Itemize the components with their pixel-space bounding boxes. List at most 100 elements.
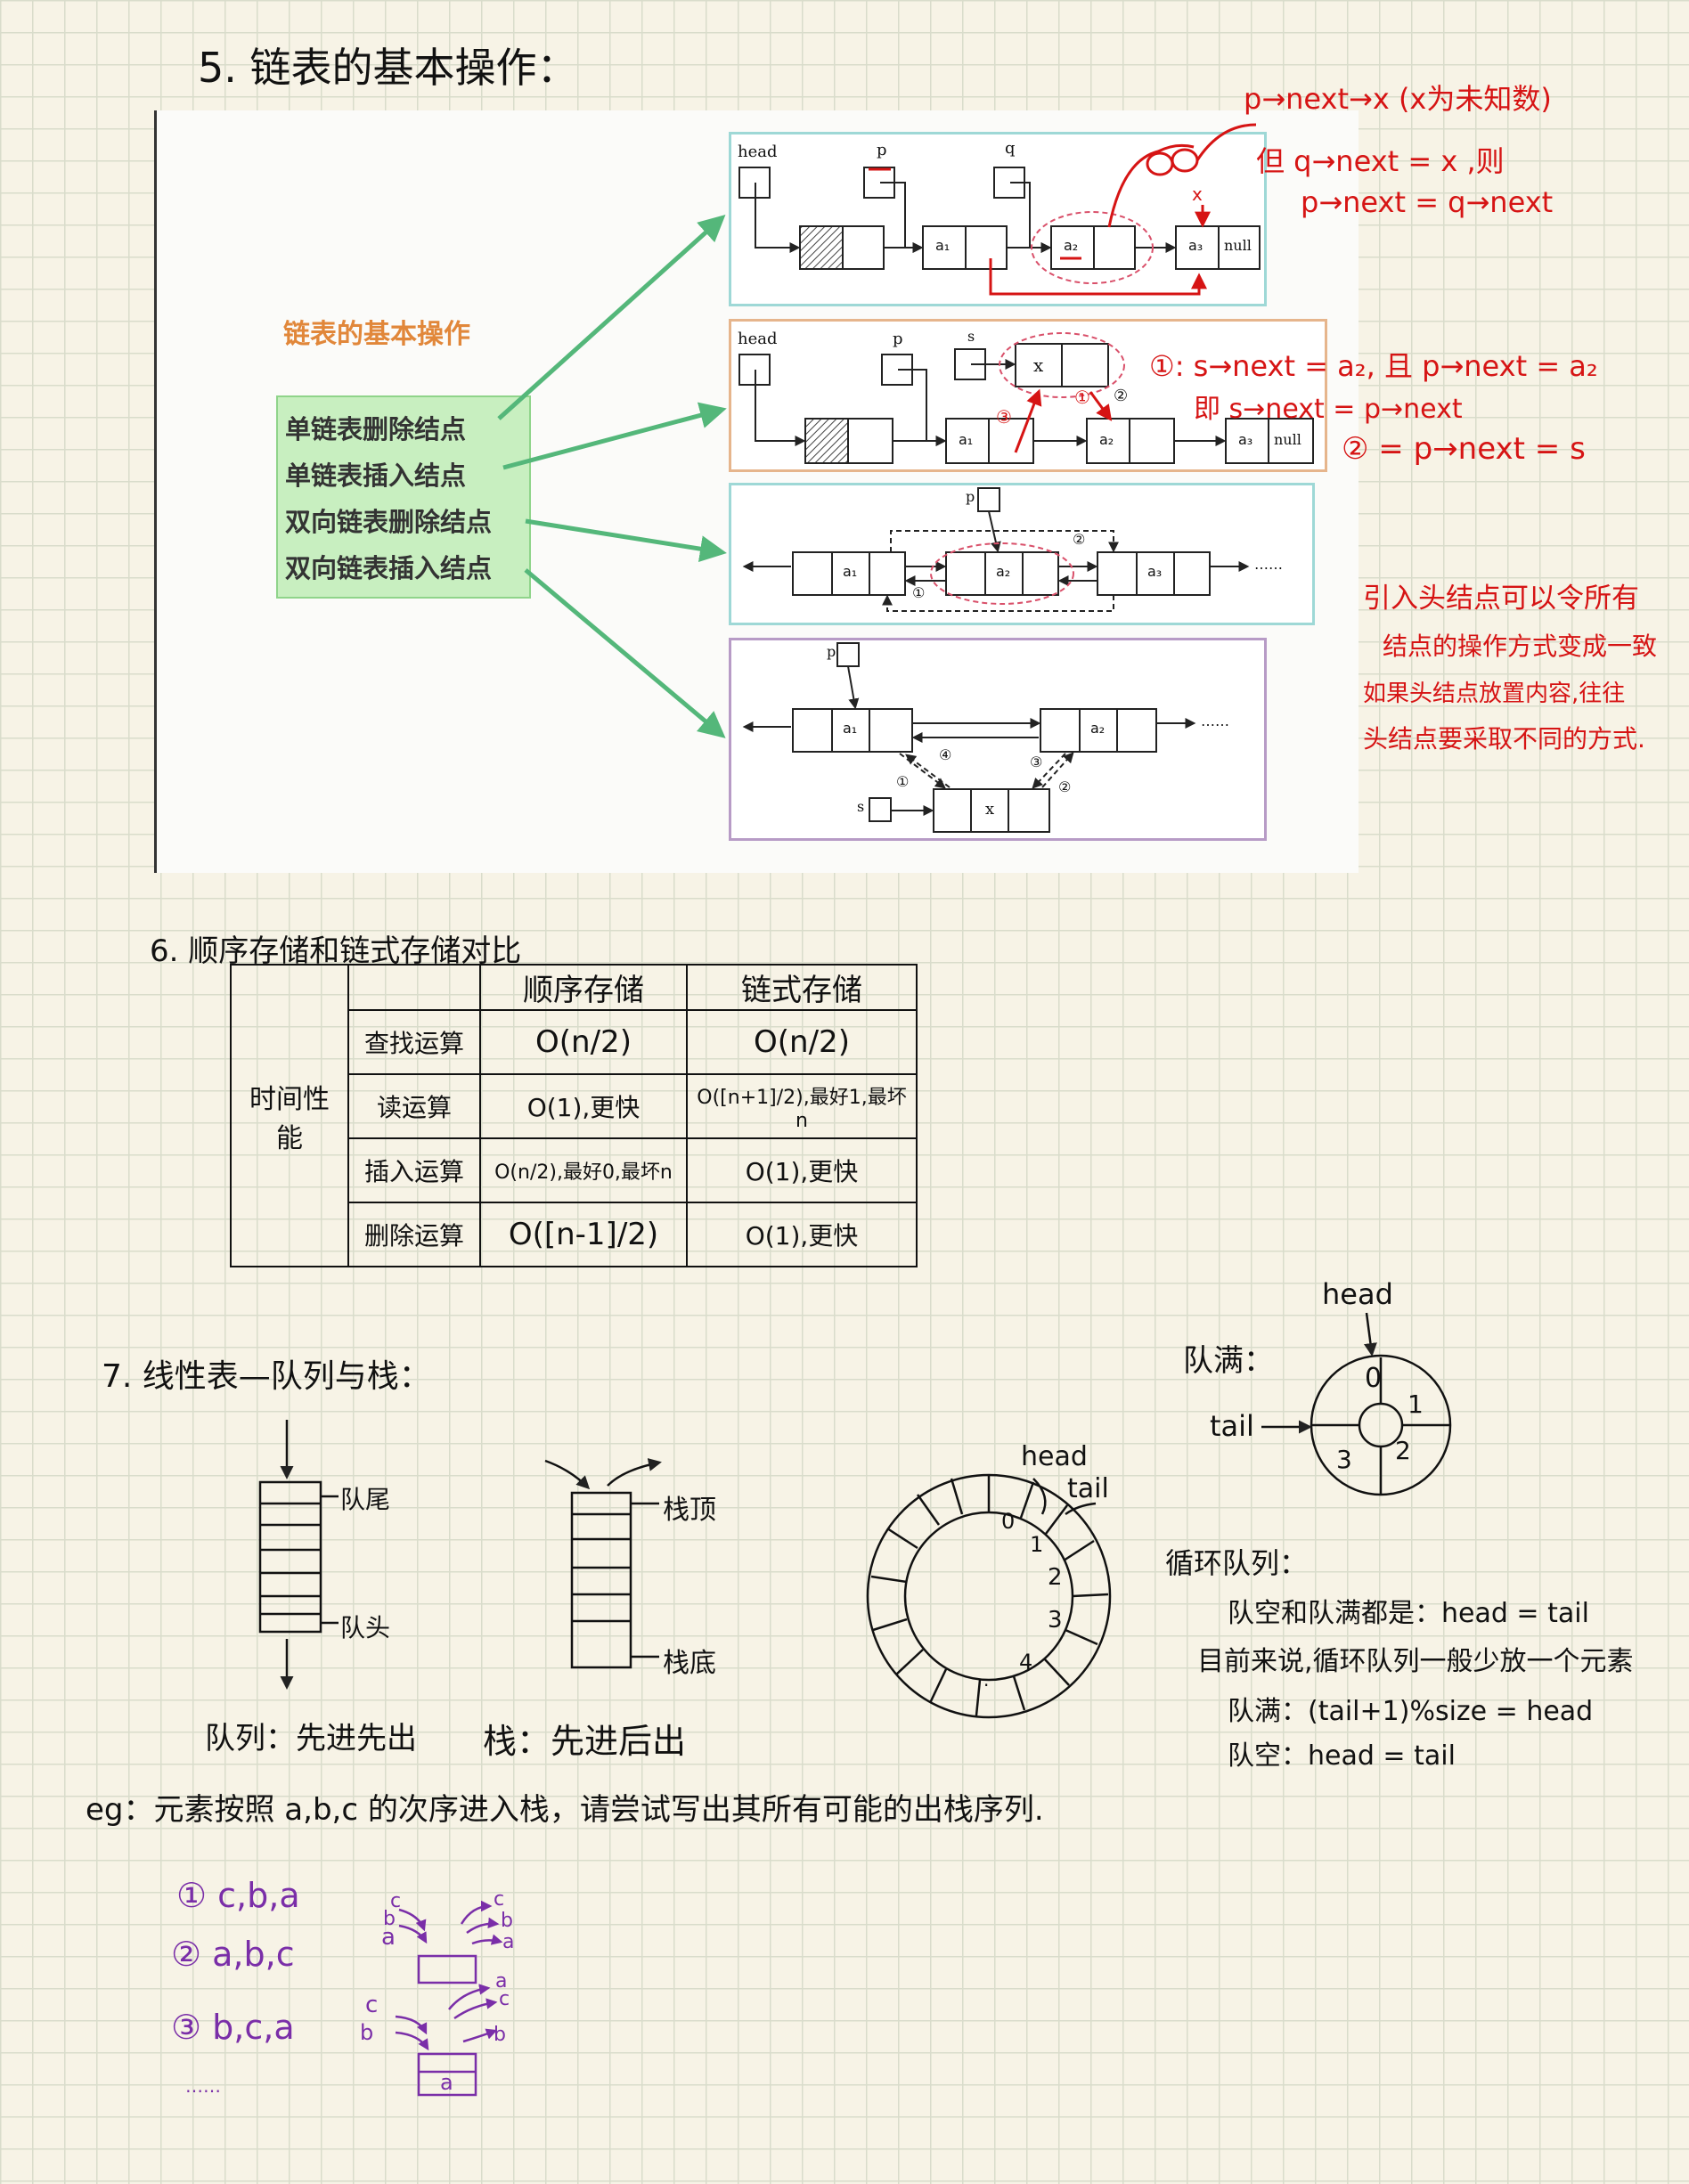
d3-step1: ① — [912, 584, 926, 601]
d4-a1-label: a₁ — [843, 720, 858, 737]
col-header: 顺序存储 — [479, 964, 688, 1011]
stack-bottom-label: 栈底 — [663, 1648, 716, 1679]
small-ring-num: 2 — [1395, 1436, 1411, 1465]
small-letter-b: b — [360, 2020, 374, 2045]
stack-letter: a — [381, 1924, 396, 1951]
diagram-single-delete — [729, 132, 1267, 306]
small-ring-num: 1 — [1408, 1389, 1424, 1419]
d4-dots: …… — [1201, 713, 1229, 729]
link-cell: O(1),更快 — [686, 1202, 918, 1267]
link-cell: O([n+1]/2),最好1,最坏n — [686, 1073, 918, 1139]
row-group-label: 时间性能 — [230, 964, 349, 1267]
d3-a3-label: a₃ — [1147, 563, 1163, 580]
d3-step2: ② — [1073, 531, 1086, 548]
queue-tail-label: 队尾 — [340, 1485, 391, 1514]
d2-s-label: s — [967, 328, 975, 345]
note3-line3: 如果头结点放置内容,往往 — [1363, 680, 1626, 707]
queue-caption: 队列：先进先出 — [205, 1721, 417, 1756]
stack-letter: c — [390, 1890, 402, 1912]
d4-p-label: p — [827, 643, 836, 660]
op-item: 双向链表删除结点 — [285, 507, 493, 537]
answer-item: ② a,b,c — [171, 1935, 295, 1974]
note2-line1: ①: s→next = a₂, 且 p→next = a₂ — [1149, 349, 1598, 383]
d1-a1-label: a₁ — [935, 237, 951, 254]
op-item: 双向链表插入结点 — [285, 553, 493, 583]
link-cell: O(n/2) — [686, 1009, 918, 1075]
ring-num: 0 — [1001, 1509, 1016, 1534]
out-letter: b — [501, 1910, 513, 1932]
small-letter-a: a — [440, 2070, 453, 2095]
link-cell: O(1),更快 — [686, 1137, 918, 1203]
note2-line3: ② = p→next = s — [1342, 431, 1586, 467]
circular-note: 队满：(tail+1)%size = head — [1228, 1696, 1594, 1727]
stack-top-label: 栈顶 — [663, 1495, 716, 1526]
diagram2-shapes — [738, 332, 1314, 464]
d4-step1: ① — [896, 773, 910, 790]
d4-step3: ③ — [1030, 754, 1043, 770]
ring-num: 1 — [1030, 1532, 1044, 1557]
note1-line1: p→next→x (x为未知数) — [1244, 82, 1552, 116]
note2-line2: 即 s→next = p→next — [1194, 394, 1463, 425]
section5-title: 5. 链表的基本操作： — [198, 44, 578, 92]
d1-x-label: x — [1192, 183, 1203, 205]
diagram3-shapes — [742, 487, 1250, 612]
ring-num: 4 — [1019, 1650, 1033, 1675]
d4-step2: ② — [1058, 778, 1072, 795]
ops-panel-title: 链表的基本操作 — [283, 319, 470, 350]
ops-list: 单链表删除结点 单链表插入结点 双向链表删除结点 双向链表插入结点 — [276, 395, 531, 599]
note1-line3: p→next = q→next — [1301, 185, 1554, 219]
queue-drawing — [258, 1420, 339, 1690]
d2-step2: ② — [1114, 387, 1129, 405]
stack-caption: 栈：先进后出 — [483, 1722, 687, 1761]
d2-p-label: p — [893, 330, 903, 348]
section6-title: 6. 顺序存储和链式存储对比 — [150, 933, 522, 969]
out-letter: a — [495, 1970, 508, 1992]
small-ring-num: 0 — [1365, 1363, 1383, 1394]
circular-note: 目前来说,循环队列一般少放一个元素 — [1197, 1646, 1634, 1677]
op-cell: 查找运算 — [347, 1009, 481, 1075]
diagram2-red-marks — [1014, 388, 1113, 453]
op-item: 单链表插入结点 — [285, 460, 467, 491]
small-ring-num: 3 — [1336, 1445, 1352, 1474]
purple-stack-drawing — [395, 1900, 503, 2097]
d1-null-label: null — [1224, 237, 1252, 254]
d2-a2-label: a₂ — [1099, 431, 1114, 448]
seq-cell: O(n/2),最好0,最坏n — [479, 1137, 688, 1203]
d1-q-label: q — [1005, 139, 1016, 158]
ring-num: 2 — [1048, 1564, 1063, 1591]
example-question: eg：元素按照 a,b,c 的次序进入栈，请尝试写出其所有可能的出栈序列. — [86, 1792, 1044, 1828]
full-label: 队满： — [1183, 1343, 1274, 1379]
d2-a3-label: a₃ — [1238, 431, 1253, 448]
note1-line2: 但 q→next = x ,则 — [1256, 144, 1505, 178]
large-ring-buffer — [866, 1473, 1112, 1719]
diagram-double-insert — [729, 638, 1267, 841]
ring-num: 3 — [1048, 1607, 1063, 1634]
small-letter-c: c — [365, 1992, 379, 2018]
seq-cell: O(1),更快 — [479, 1073, 688, 1139]
queue-head-label: 队头 — [340, 1613, 391, 1642]
op-cell: 读运算 — [347, 1073, 481, 1139]
diagram4-shapes — [742, 642, 1196, 833]
empty-cell — [347, 964, 481, 1011]
ring-num: . — [983, 1669, 990, 1691]
d4-step4: ④ — [939, 746, 952, 763]
op-cell: 插入运算 — [347, 1137, 481, 1203]
small-ring-tail-label: tail — [1210, 1409, 1254, 1443]
small-ring-buffer — [1261, 1312, 1452, 1496]
d1-head-label: head — [738, 143, 778, 161]
d2-head-label: head — [738, 330, 778, 348]
out-letter: c — [494, 1888, 505, 1911]
d3-dots: …… — [1254, 556, 1283, 573]
d2-step1: ① — [1074, 387, 1090, 408]
circular-note: 队空：head = tail — [1228, 1740, 1456, 1772]
d2-null-label: null — [1274, 431, 1301, 448]
storage-comparison-table: 时间性能 顺序存储 链式存储 查找运算 O(n/2) O(n/2) 读运算 O(… — [230, 964, 918, 1267]
answer-item: ① c,b,a — [176, 1876, 300, 1915]
d3-a1-label: a₁ — [843, 563, 858, 580]
op-cell: 删除运算 — [347, 1202, 481, 1267]
d3-a2-label: a₂ — [996, 563, 1011, 580]
small-ring-head-label: head — [1322, 1277, 1393, 1311]
d1-p-label: p — [877, 141, 887, 159]
stack-letter: b — [383, 1908, 396, 1930]
